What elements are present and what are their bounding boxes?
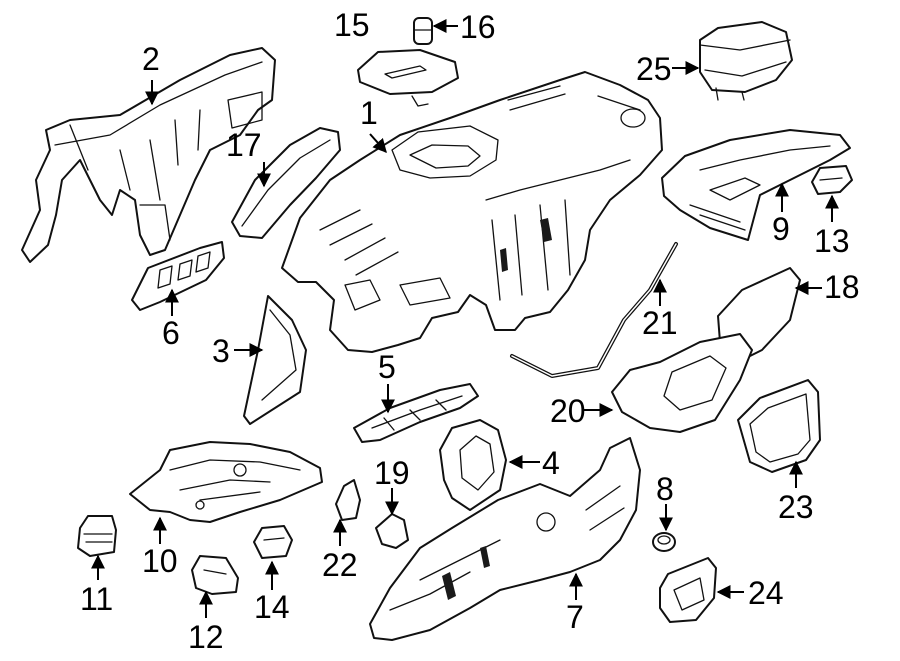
callout-16: 16 xyxy=(460,9,496,45)
callout-13: 13 xyxy=(814,223,850,259)
part-3-side-trim xyxy=(243,295,307,425)
part-17-trim-strip xyxy=(231,127,341,239)
leader-lines xyxy=(91,19,839,618)
part-5-duct xyxy=(353,383,479,443)
part-13-clip xyxy=(811,165,853,195)
part-16-plug xyxy=(413,17,433,45)
callout-17: 17 xyxy=(226,127,262,163)
callout-23: 23 xyxy=(778,489,814,525)
part-1-instrument-panel xyxy=(281,71,663,353)
part-12-clip xyxy=(191,555,239,595)
part-8-nut xyxy=(652,532,676,552)
callout-6: 6 xyxy=(162,315,180,351)
callout-1: 1 xyxy=(360,95,378,131)
part-20-console-bezel xyxy=(611,333,753,433)
callout-3: 3 xyxy=(212,333,230,369)
part-6-bracket xyxy=(131,241,225,311)
part-15-cover xyxy=(357,49,459,107)
part-9-panel xyxy=(661,129,851,241)
part-11-connector xyxy=(77,515,117,557)
callout-15: 15 xyxy=(334,7,370,43)
callout-labels: 1 2 3 4 5 6 7 8 9 10 11 12 13 14 15 16 1… xyxy=(80,7,860,655)
callout-8: 8 xyxy=(656,471,674,507)
callout-2: 2 xyxy=(142,41,160,77)
callout-5: 5 xyxy=(378,349,396,385)
callout-21: 21 xyxy=(642,305,678,341)
callout-7: 7 xyxy=(566,599,584,635)
part-2-cross-car-beam xyxy=(21,47,276,263)
part-25-airbag-module xyxy=(699,21,793,101)
part-4-bezel xyxy=(439,419,507,511)
callout-24: 24 xyxy=(748,575,784,611)
part-22-bracket xyxy=(335,479,361,521)
part-7-center-console xyxy=(369,437,641,641)
callout-9: 9 xyxy=(772,211,790,247)
part-23-trim-ring xyxy=(737,379,821,473)
callout-14: 14 xyxy=(254,589,290,625)
part-19-knob xyxy=(375,513,409,549)
part-10-tray xyxy=(129,441,323,523)
callout-25: 25 xyxy=(636,51,672,87)
part-14-clip xyxy=(253,525,293,559)
part-24-bezel xyxy=(659,557,717,623)
callout-11: 11 xyxy=(80,581,113,617)
callout-18: 18 xyxy=(824,269,860,305)
callout-12: 12 xyxy=(188,619,224,655)
callout-22: 22 xyxy=(322,547,358,583)
callout-4: 4 xyxy=(542,445,560,481)
callout-20: 20 xyxy=(550,393,586,429)
callout-19: 19 xyxy=(374,455,410,491)
callout-10: 10 xyxy=(142,543,178,579)
